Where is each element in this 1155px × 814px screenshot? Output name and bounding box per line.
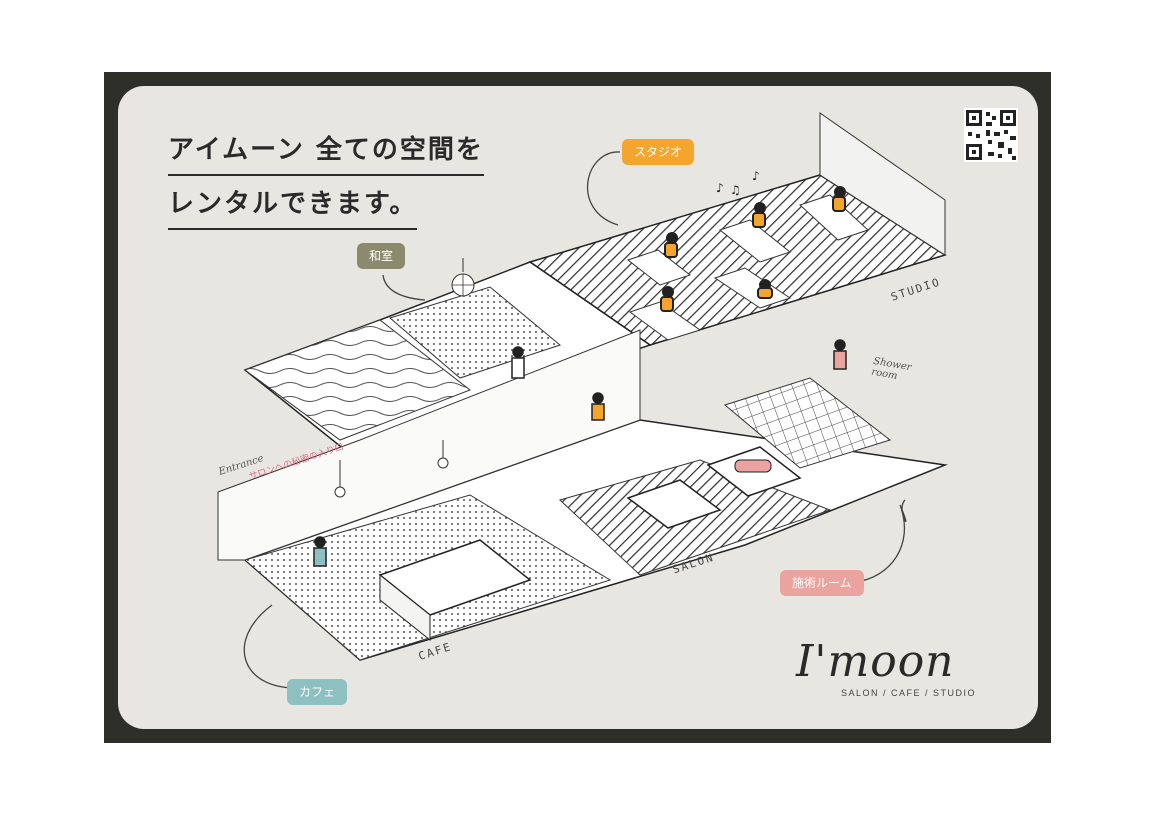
headline-line-2: レンタルできます。 <box>168 182 418 230</box>
music-notes-icon: ♪ ♫ ♪ <box>716 169 760 197</box>
headline-line-1: アイムーン 全ての空間を <box>168 128 484 176</box>
brand-tagline: SALON / CAFE / STUDIO <box>841 688 977 698</box>
svg-text:♪: ♪ <box>752 169 760 183</box>
tag-cafe: カフェ <box>287 679 348 705</box>
qr-code-icon <box>964 108 1018 162</box>
disco-ball-icon <box>451 258 475 297</box>
tag-sejutsu-room: 施術ルーム <box>780 570 864 596</box>
svg-text:♪: ♪ <box>716 181 724 195</box>
tag-studio: スタジオ <box>622 139 695 165</box>
brand-logo: I'moon <box>796 636 955 687</box>
tag-washitsu: 和室 <box>357 243 406 269</box>
headline: アイムーン 全ての空間を レンタルできます。 <box>168 128 484 230</box>
svg-text:♫: ♫ <box>730 183 741 197</box>
